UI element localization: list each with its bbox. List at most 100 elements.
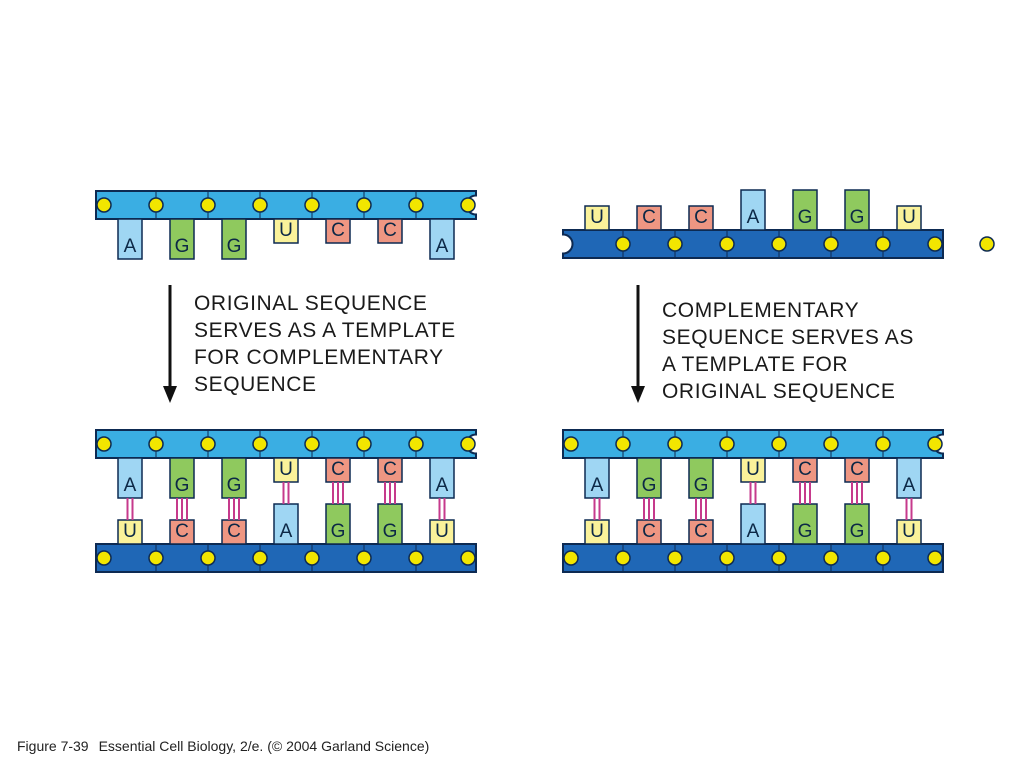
paired-right-top-phosphate	[615, 436, 631, 452]
paired-left-bottom-base-U	[117, 519, 143, 545]
paired-left-top-base-letter: C	[331, 459, 345, 480]
complementary-base-letter: U	[902, 207, 916, 228]
original-base-U	[273, 218, 299, 244]
paired-left-bottom-phosphate	[96, 550, 112, 566]
paired-right-top-base-A	[584, 457, 610, 499]
original-phosphate	[96, 197, 112, 213]
paired-left-top-base-A	[429, 457, 455, 499]
label-right-line-2: SEQUENCE SERVES AS	[662, 326, 915, 349]
paired-right-bottom-base-letter: C	[694, 521, 708, 542]
paired-left-top-base-letter: A	[436, 475, 449, 496]
complementary-base-letter: U	[590, 207, 604, 228]
paired-right-bottom-base-letter: G	[798, 521, 813, 542]
paired-left-bottom-base-letter: A	[280, 521, 293, 542]
complementary-phosphate	[719, 236, 735, 252]
paired-left-bottom-phosphate	[304, 550, 320, 566]
paired-right-bottom-base-letter: U	[590, 521, 604, 542]
complementary-base-letter: C	[642, 207, 656, 228]
label-left-line-1: ORIGINAL SEQUENCE	[194, 292, 428, 315]
paired-right-top-base-letter: U	[746, 459, 760, 480]
original-base-letter: G	[227, 236, 242, 257]
complementary-base-letter: G	[850, 207, 865, 228]
paired-right-bottom-base-C	[688, 519, 714, 545]
arrow-right-head	[631, 386, 645, 403]
paired-right-top-base-letter: C	[850, 459, 864, 480]
figure-source: Essential Cell Biology, 2/e. (© 2004 Gar…	[98, 738, 430, 754]
paired-right-bottom-base-letter: C	[642, 521, 656, 542]
figure-number: Figure 7-39	[17, 738, 89, 754]
original-base-A	[429, 218, 455, 260]
paired-right-top-base-U	[740, 457, 766, 483]
original-base-letter: C	[331, 220, 345, 241]
original-base-letter: A	[124, 236, 137, 257]
complementary-base-G	[844, 189, 870, 231]
paired-right-top-phosphate	[771, 436, 787, 452]
paired-right-top-phosphate	[927, 436, 943, 452]
paired-left-top-base-A	[117, 457, 143, 499]
original-phosphate	[200, 197, 216, 213]
paired-left-top-base-U	[273, 457, 299, 483]
paired-right-top-phosphate	[823, 436, 839, 452]
paired-left-top-base-G	[221, 457, 247, 499]
paired-right-bottom-base-G	[792, 503, 818, 545]
paired-left-top-phosphate	[408, 436, 424, 452]
original-base-letter: G	[175, 236, 190, 257]
paired-left-bottom-base-C	[169, 519, 195, 545]
original-phosphate	[252, 197, 268, 213]
label-right-line-3: A TEMPLATE FOR	[662, 353, 849, 376]
paired-left-top-phosphate	[460, 436, 476, 452]
complementary-phosphate	[823, 236, 839, 252]
original-base-letter: A	[436, 236, 449, 257]
original-base-G	[169, 218, 195, 260]
paired-right-bottom-base-U	[896, 519, 922, 545]
paired-left-bottom-base-U	[429, 519, 455, 545]
paired-right-top-phosphate	[563, 436, 579, 452]
original-phosphate	[148, 197, 164, 213]
paired-right-top-base-A	[896, 457, 922, 499]
complementary-phosphate	[875, 236, 891, 252]
paired-right-bottom-base-U	[584, 519, 610, 545]
paired-right-bottom-base-G	[844, 503, 870, 545]
complementary-base-letter: A	[747, 207, 760, 228]
paired-right-top-base-letter: A	[903, 475, 916, 496]
paired-left-top-base-letter: U	[279, 459, 293, 480]
paired-left-bottom-base-A	[273, 503, 299, 545]
paired-left-bottom-base-letter: C	[227, 521, 241, 542]
original-phosphate	[460, 197, 476, 213]
paired-right-bottom-phosphate	[719, 550, 735, 566]
original-base-A	[117, 218, 143, 260]
paired-left-top-base-C	[377, 457, 403, 483]
paired-left-bottom-base-G	[325, 503, 351, 545]
complementary-base-G	[792, 189, 818, 231]
paired-left-bottom-base-C	[221, 519, 247, 545]
paired-left-top-phosphate	[96, 436, 112, 452]
paired-right-top-phosphate	[667, 436, 683, 452]
complementary-base-U	[896, 205, 922, 231]
label-right-line-4: ORIGINAL SEQUENCE	[662, 380, 896, 403]
complementary-base-U	[584, 205, 610, 231]
paired-left-top-phosphate	[148, 436, 164, 452]
paired-left-top-phosphate	[252, 436, 268, 452]
arrow-right	[631, 285, 645, 403]
complementary-phosphate	[979, 236, 995, 252]
complementary-base-C	[636, 205, 662, 231]
paired-right-top-base-letter: A	[591, 475, 604, 496]
label-right-line-1: COMPLEMENTARY	[662, 299, 860, 322]
original-phosphate	[356, 197, 372, 213]
paired-left-top-base-letter: A	[124, 475, 137, 496]
paired-left-bottom-phosphate	[148, 550, 164, 566]
paired-right-bottom-base-letter: U	[902, 521, 916, 542]
paired-right-bottom-phosphate	[823, 550, 839, 566]
paired-right-bottom-base-letter: A	[747, 521, 760, 542]
paired-left-top-phosphate	[356, 436, 372, 452]
paired-right-bottom-phosphate	[927, 550, 943, 566]
paired-right-bottom-phosphate	[667, 550, 683, 566]
label-left-line-4: SEQUENCE	[194, 373, 317, 396]
complementary-phosphate	[615, 236, 631, 252]
paired-left-top-base-letter: C	[383, 459, 397, 480]
paired-left-bottom-phosphate	[252, 550, 268, 566]
